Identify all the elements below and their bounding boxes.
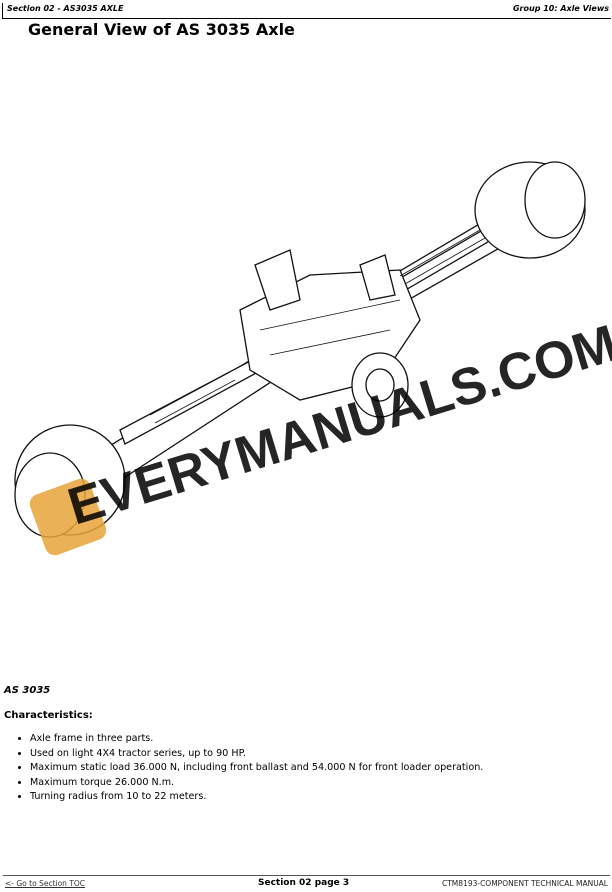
model-heading: AS 3035 xyxy=(4,685,51,696)
list-item: Maximum torque 26.000 N.m. xyxy=(30,776,483,791)
watermark-logo xyxy=(29,478,107,556)
go-to-toc-link[interactable]: <- Go to Section TOC xyxy=(5,879,86,888)
list-item: Turning radius from 10 to 22 meters. xyxy=(30,790,483,805)
page-header: Section 02 - AS3035 AXLE Group 10: Axle … xyxy=(2,3,611,19)
footer-divider xyxy=(3,875,610,876)
list-item: Maximum static load 36.000 N, including … xyxy=(30,761,483,776)
header-section: Section 02 - AS3035 AXLE xyxy=(7,4,124,13)
list-item: Axle frame in three parts. xyxy=(30,732,483,747)
page-title: General View of AS 3035 Axle xyxy=(28,20,295,39)
header-group: Group 10: Axle Views xyxy=(512,4,609,13)
manual-name: CTM8193-COMPONENT TECHNICAL MANUAL xyxy=(441,879,608,888)
characteristics-list: Axle frame in three parts. Used on light… xyxy=(16,732,483,805)
list-item: Used on light 4X4 tractor series, up to … xyxy=(30,747,483,762)
page-number: Section 02 page 3 xyxy=(258,878,350,888)
characteristics-heading: Characteristics: xyxy=(4,710,93,721)
axle-illustration: EVERYMANUALS.COM xyxy=(14,161,612,556)
